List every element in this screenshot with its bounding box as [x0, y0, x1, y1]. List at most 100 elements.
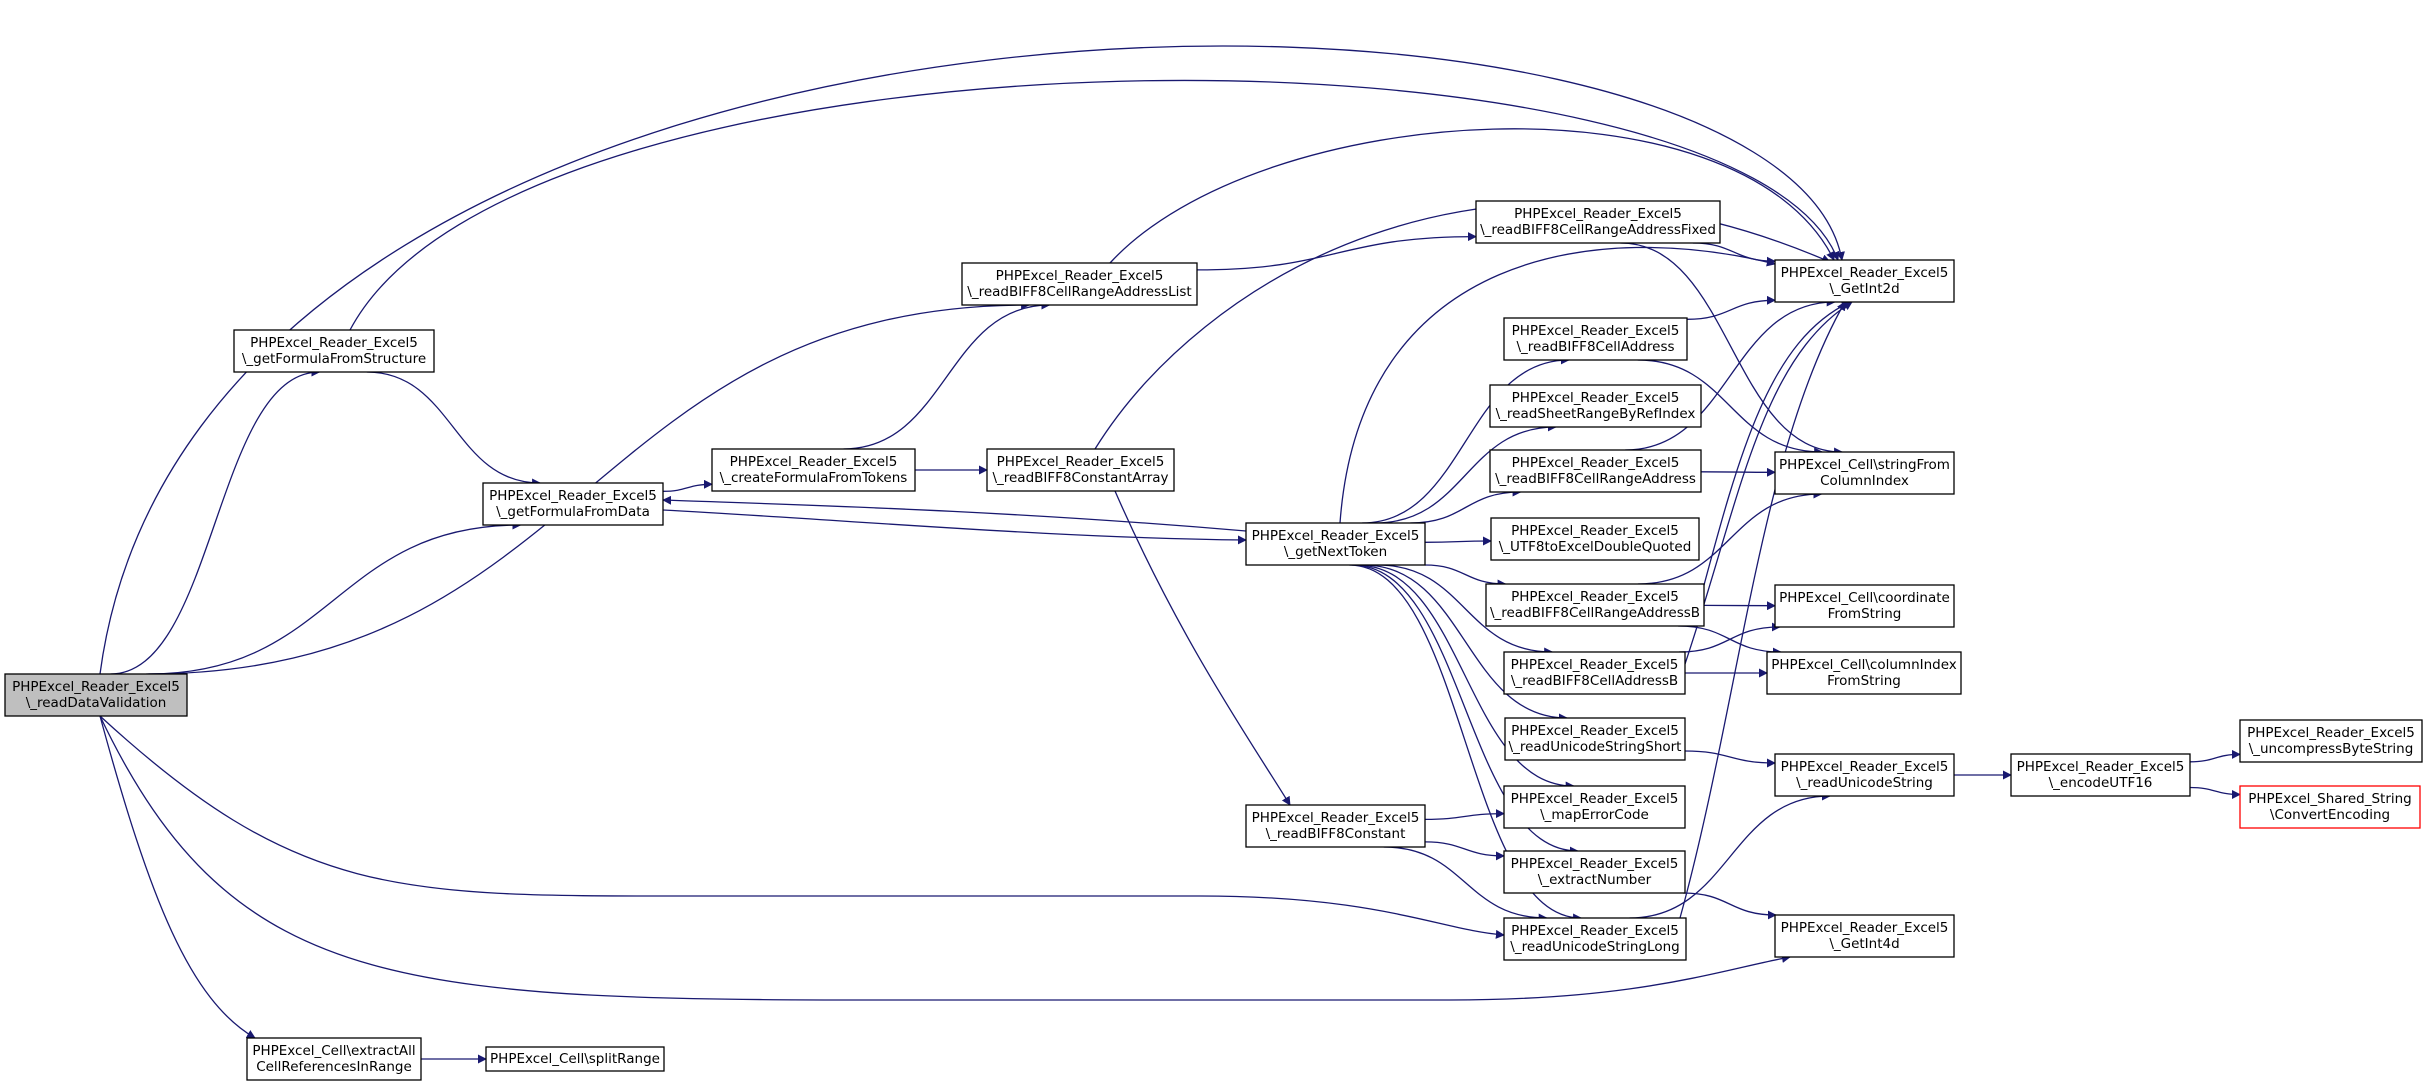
node-box[interactable] [1475, 200, 1721, 244]
node-box[interactable] [1489, 449, 1702, 493]
node-label-line: PHPExcel_Cell\stringFrom [1779, 457, 1950, 473]
node-rbc[interactable]: PHPExcel_Reader_Excel5\_readBIFF8Constan… [1245, 804, 1426, 848]
node-box[interactable] [233, 329, 435, 373]
node-label-line: \_uncompressByteString [2249, 741, 2414, 757]
edge-rbcab-to-gi2d [1684, 301, 1853, 665]
node-russ[interactable]: PHPExcel_Reader_Excel5\_readUnicodeStrin… [1504, 717, 1686, 761]
edge-root-to-gi2d [99, 45, 1845, 675]
node-sce[interactable]: PHPExcel_Shared_String\ConvertEncoding [2239, 785, 2421, 829]
node-box[interactable] [2010, 753, 2191, 797]
edge-eutf-to-sce [2189, 786, 2241, 799]
node-box[interactable] [1245, 522, 1426, 566]
node-box[interactable] [1503, 651, 1686, 695]
node-gi2d[interactable]: PHPExcel_Reader_Excel5\_GetInt2d [1774, 259, 1955, 303]
node-label-line: \_readUnicodeString [1796, 775, 1933, 791]
node-exn[interactable]: PHPExcel_Reader_Excel5\_extractNumber [1503, 850, 1686, 894]
node-gffs[interactable]: PHPExcel_Reader_Excel5\_getFormulaFromSt… [233, 329, 435, 373]
edge-root-to-gffs [110, 367, 321, 675]
node-box[interactable] [1490, 517, 1700, 561]
edge-gnt-to-rsrb [1375, 422, 1557, 524]
node-label-line: PHPExcel_Reader_Excel5 [730, 454, 898, 470]
node-box[interactable] [482, 482, 664, 526]
node-label-line: PHPExcel_Reader_Excel5 [2247, 725, 2415, 741]
node-label-line: \_mapErrorCode [1540, 807, 1649, 823]
node-label-line: PHPExcel_Reader_Excel5 [250, 335, 418, 351]
node-label-line: \_readBIFF8CellRangeAddressFixed [1480, 222, 1716, 238]
node-box[interactable] [961, 262, 1198, 306]
node-box[interactable] [485, 1046, 665, 1072]
edge-root-to-gi4d [99, 715, 1791, 1001]
node-label-line: PHPExcel_Reader_Excel5 [12, 679, 180, 695]
node-root[interactable]: PHPExcel_Reader_Excel5\_readDataValidati… [4, 673, 188, 717]
node-box[interactable] [1489, 384, 1702, 428]
node-label-line: PHPExcel_Reader_Excel5 [1252, 528, 1420, 544]
node-box[interactable] [246, 1037, 422, 1081]
node-ubs[interactable]: PHPExcel_Reader_Excel5\_uncompressByteSt… [2239, 719, 2423, 763]
node-rsrb[interactable]: PHPExcel_Reader_Excel5\_readSheetRangeBy… [1489, 384, 1702, 428]
node-rbcab[interactable]: PHPExcel_Reader_Excel5\_readBIFF8CellAdd… [1503, 651, 1686, 695]
node-label-line: PHPExcel_Reader_Excel5 [1511, 589, 1679, 605]
edge-rbcraf-to-gi2d [1692, 242, 1776, 266]
node-cfft[interactable]: PHPExcel_Reader_Excel5\_createFormulaFro… [711, 448, 916, 492]
node-rbcrab[interactable]: PHPExcel_Reader_Excel5\_readBIFF8CellRan… [1485, 583, 1705, 627]
node-rbcal[interactable]: PHPExcel_Reader_Excel5\_readBIFF8CellRan… [961, 262, 1198, 306]
node-label-line: PHPExcel_Cell\coordinate [1779, 590, 1950, 606]
node-label-line: PHPExcel_Reader_Excel5 [1511, 723, 1679, 739]
node-box[interactable] [1503, 785, 1686, 829]
node-gffd[interactable]: PHPExcel_Reader_Excel5\_getFormulaFromDa… [482, 482, 664, 526]
node-label-line: \_readBIFF8CellAddress [1516, 339, 1674, 355]
node-box[interactable] [1503, 917, 1687, 961]
node-label-line: PHPExcel_Reader_Excel5 [1781, 920, 1949, 936]
node-box[interactable] [711, 448, 916, 492]
edge-gnt-to-rbcab [1377, 564, 1554, 657]
edge-rbcrab-to-gi2d [1699, 301, 1851, 601]
node-label-line: \_extractNumber [1538, 872, 1652, 888]
node-rbca[interactable]: PHPExcel_Reader_Excel5\_readBIFF8Constan… [986, 448, 1175, 492]
node-label-line: PHPExcel_Reader_Excel5 [1781, 265, 1949, 281]
node-rus[interactable]: PHPExcel_Reader_Excel5\_readUnicodeStrin… [1774, 753, 1955, 797]
node-box[interactable] [1503, 850, 1686, 894]
node-box[interactable] [1774, 753, 1955, 797]
node-label-line: PHPExcel_Reader_Excel5 [489, 488, 657, 504]
edge-rbcad-to-sfci [1637, 359, 1824, 457]
edge-rusl-to-rus [1629, 791, 1831, 919]
node-rbcraf[interactable]: PHPExcel_Reader_Excel5\_readBIFF8CellRan… [1475, 200, 1721, 244]
edge-root-to-rusl [99, 715, 1505, 939]
node-eacr[interactable]: PHPExcel_Cell\extractAllCellReferencesIn… [246, 1037, 422, 1081]
node-label-line: \ConvertEncoding [2270, 807, 2390, 823]
edge-root-to-eacr [99, 715, 256, 1039]
node-box[interactable] [2239, 719, 2423, 763]
node-gnt[interactable]: PHPExcel_Reader_Excel5\_getNextToken [1245, 522, 1426, 566]
node-box[interactable] [1485, 583, 1705, 627]
node-mec[interactable]: PHPExcel_Reader_Excel5\_mapErrorCode [1503, 785, 1686, 829]
node-utf8[interactable]: PHPExcel_Reader_Excel5\_UTF8toExcelDoubl… [1490, 517, 1700, 561]
node-eutf[interactable]: PHPExcel_Reader_Excel5\_encodeUTF16 [2010, 753, 2191, 797]
node-box[interactable] [1774, 584, 1955, 628]
node-split[interactable]: PHPExcel_Cell\splitRange [485, 1046, 665, 1072]
node-box[interactable] [1766, 651, 1962, 695]
node-label-line: \_readBIFF8ConstantArray [992, 470, 1168, 486]
node-rusl[interactable]: PHPExcel_Reader_Excel5\_readUnicodeStrin… [1503, 917, 1687, 961]
node-box[interactable] [4, 673, 188, 717]
node-box[interactable] [1503, 317, 1688, 361]
node-box[interactable] [1245, 804, 1426, 848]
edge-gffs-to-gffd [366, 371, 542, 488]
node-box[interactable] [1774, 259, 1955, 303]
node-rbcad[interactable]: PHPExcel_Reader_Excel5\_readBIFF8CellAdd… [1503, 317, 1688, 361]
node-box[interactable] [1504, 717, 1686, 761]
edge-rbcal-to-gi2d [1109, 128, 1835, 264]
node-label-line: \_readBIFF8CellRangeAddressB [1490, 605, 1700, 621]
node-box[interactable] [986, 448, 1175, 492]
node-label-line: \_readUnicodeStringLong [1510, 939, 1679, 955]
node-box[interactable] [1774, 914, 1955, 958]
node-label-line: PHPExcel_Reader_Excel5 [1511, 523, 1679, 539]
node-label-line: PHPExcel_Reader_Excel5 [2017, 759, 2185, 775]
node-box[interactable] [2239, 785, 2421, 829]
node-rbcra[interactable]: PHPExcel_Reader_Excel5\_readBIFF8CellRan… [1489, 449, 1702, 493]
node-box[interactable] [1774, 451, 1955, 495]
node-gi4d[interactable]: PHPExcel_Reader_Excel5\_GetInt4d [1774, 914, 1955, 958]
edge-root-to-gffd [148, 520, 522, 675]
